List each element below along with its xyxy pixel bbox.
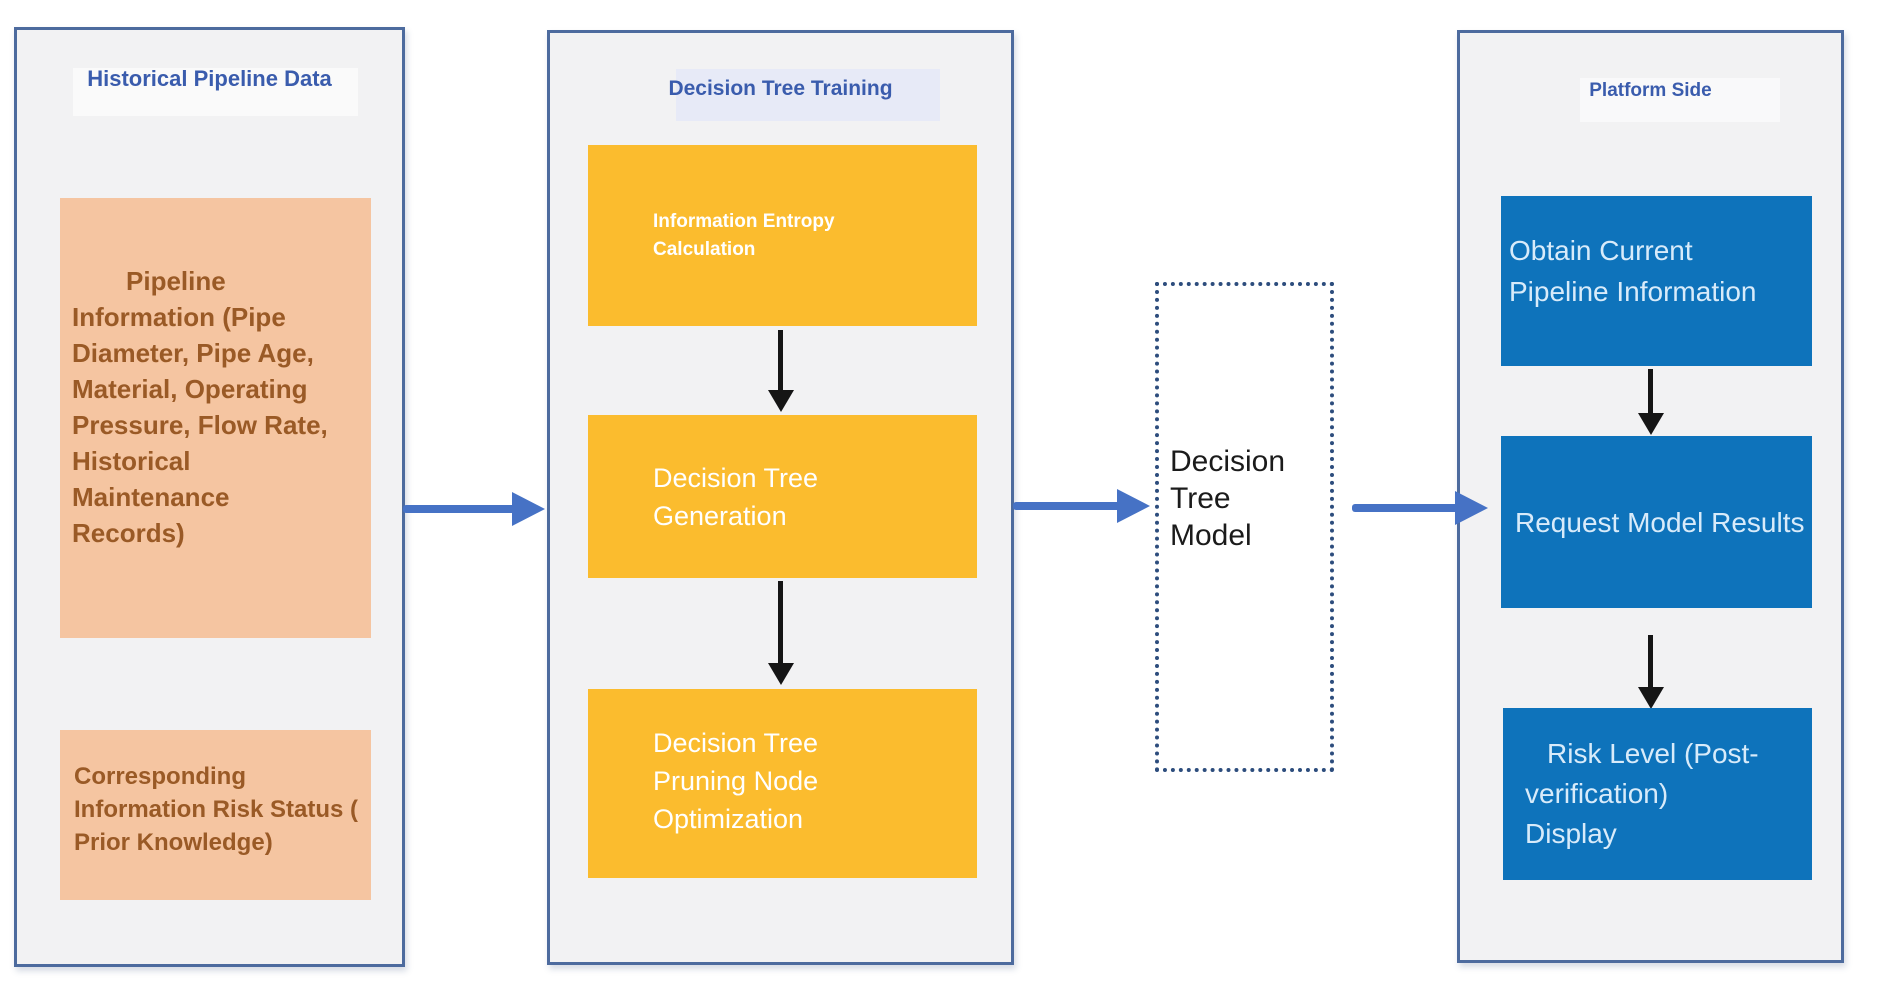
obtain-pipeline-information-box: Obtain Current Pipeline Information — [1501, 196, 1812, 366]
title-highlight — [1580, 78, 1780, 122]
request-model-results-text: Request Model Results — [1515, 506, 1805, 538]
decision-tree-model-box: Decision Tree Model — [1155, 282, 1334, 772]
arrow-down-icon — [768, 581, 794, 685]
decision-tree-pruning-box: Decision Tree Pruning Node Optimization — [588, 689, 977, 878]
decision-tree-generation-text: Decision Tree Generation — [653, 462, 819, 531]
flow-arrow-right-icon — [403, 492, 548, 526]
right-panel-title: Platform Side — [1589, 80, 1712, 101]
title-highlight — [676, 69, 940, 121]
left-panel-title: Historical Pipeline Data — [87, 66, 332, 91]
middle-panel-title: Decision Tree Training — [668, 77, 893, 100]
decision-tree-generation-box: Decision Tree Generation — [588, 415, 977, 578]
flow-arrow-right-icon — [1352, 491, 1491, 525]
decision-tree-pruning-text: Decision Tree Pruning Node Optimization — [653, 727, 819, 834]
platform-side-panel: Platform Side Obtain Current Pipeline In… — [1457, 30, 1844, 963]
historical-pipeline-data-panel: Historical Pipeline Data Pipeline Inform… — [14, 27, 405, 967]
risk-level-display-box: Risk Level (Post- verification) Display — [1503, 708, 1812, 880]
risk-status-prior-knowledge-box: Corresponding Information Risk Status ( … — [60, 730, 371, 900]
pipeline-information-box: Pipeline Information (Pipe Diameter, Pip… — [60, 198, 371, 638]
obtain-pipeline-information-text: Obtain Current Pipeline Information — [1509, 235, 1757, 307]
information-entropy-calculation-box: Information Entropy Calculation — [588, 145, 977, 326]
arrow-down-icon — [1638, 369, 1664, 435]
pipeline-information-text: Pipeline Information (Pipe Diameter, Pip… — [72, 266, 328, 548]
decision-tree-model-text: Decision Tree Model — [1170, 444, 1286, 552]
title-highlight — [73, 68, 358, 116]
arrow-down-icon — [1638, 635, 1664, 709]
information-entropy-calculation-text: Information Entropy Calculation — [653, 210, 835, 260]
arrow-down-icon — [768, 330, 794, 412]
decision-tree-training-panel: Decision Tree Training Information Entro… — [547, 30, 1014, 965]
request-model-results-box: Request Model Results — [1501, 436, 1812, 608]
flow-arrow-right-icon — [1013, 489, 1153, 523]
risk-status-prior-knowledge-text: Corresponding Information Risk Status ( … — [74, 762, 359, 856]
risk-level-display-text: Risk Level (Post- verification) Display — [1525, 738, 1759, 849]
